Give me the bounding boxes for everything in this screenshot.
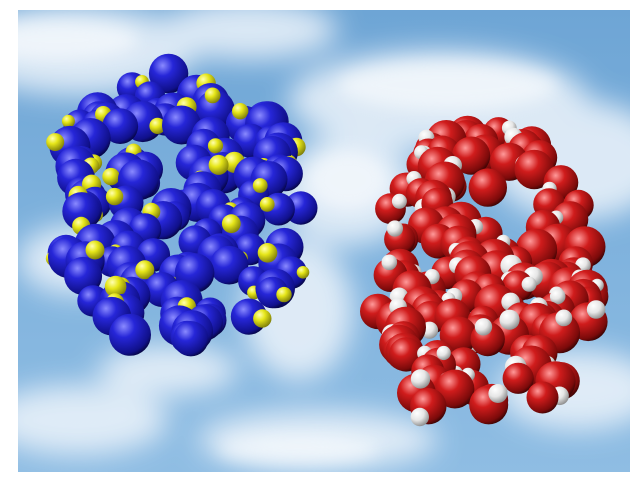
blue-yellow-cluster: [45, 53, 318, 357]
blue-small-atom: [259, 197, 275, 212]
red-small-atom: [555, 309, 573, 327]
blue-atom: [209, 245, 249, 285]
blue-small-atom: [232, 103, 249, 120]
blue-atom: [102, 108, 139, 144]
red-small-atom: [499, 309, 520, 330]
red-small-atom: [586, 300, 606, 319]
red-atom: [435, 369, 475, 409]
red-small-atom: [474, 318, 493, 336]
blue-small-atom: [296, 266, 310, 279]
blue-small-atom: [46, 133, 65, 152]
cloud-highlights: [18, 20, 558, 465]
red-atom: [526, 381, 559, 414]
blue-small-atom: [208, 154, 229, 175]
blue-small-atom: [104, 275, 127, 298]
blue-small-atom: [221, 214, 241, 234]
red-white-cluster: [360, 115, 609, 427]
red-atom: [502, 362, 534, 394]
red-atom: [468, 168, 507, 207]
sky-scene: [18, 10, 630, 472]
blue-small-atom: [253, 309, 272, 328]
blue-small-atom: [149, 117, 166, 134]
red-small-atom: [410, 369, 431, 389]
red-small-atom: [488, 384, 508, 403]
blue-atom: [62, 192, 101, 231]
red-small-atom: [386, 220, 403, 237]
red-small-atom: [549, 288, 566, 305]
blue-small-atom: [102, 167, 120, 186]
scene-canvas: [18, 10, 630, 472]
red-small-atom: [391, 193, 407, 209]
blue-small-atom: [135, 260, 155, 280]
blue-small-atom: [61, 114, 75, 128]
blue-small-atom: [105, 187, 124, 206]
blue-small-atom: [276, 286, 292, 303]
red-small-atom: [436, 345, 451, 361]
red-small-atom: [521, 276, 537, 292]
blue-small-atom: [257, 243, 278, 263]
blue-small-atom: [85, 240, 105, 260]
blue-atom: [148, 53, 189, 94]
blue-atom: [173, 321, 209, 357]
blue-small-atom: [207, 138, 224, 154]
blue-small-atom: [204, 87, 221, 104]
blue-atom: [109, 313, 151, 356]
red-small-atom: [410, 407, 429, 427]
red-small-atom: [381, 254, 398, 271]
blue-small-atom: [252, 178, 268, 193]
